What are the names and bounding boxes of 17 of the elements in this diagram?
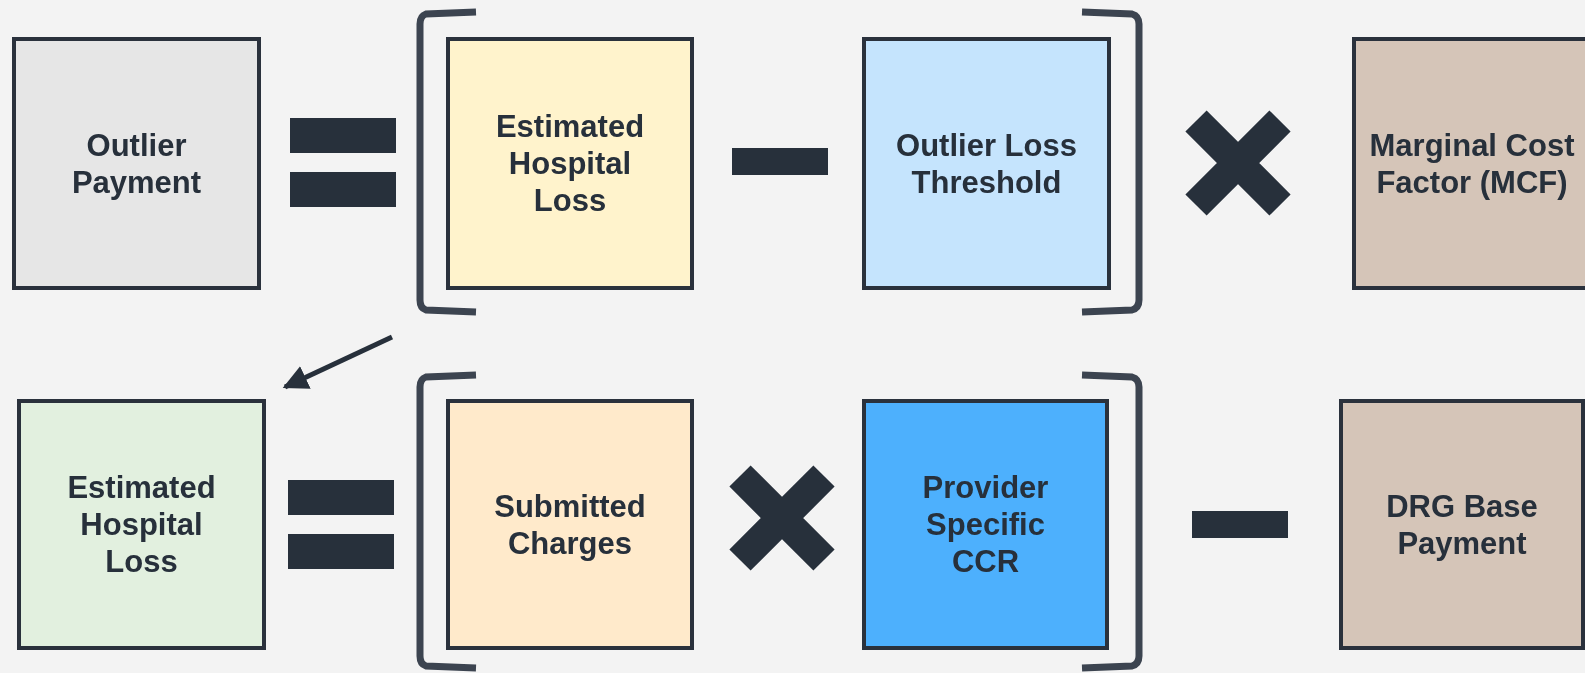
term-box [12, 37, 261, 290]
term-box [862, 37, 1111, 290]
term-label: DRG Base Payment [1385, 487, 1539, 562]
term-label: Estimated Hospital Loss [66, 469, 217, 580]
term-label: Outlier Payment [70, 126, 203, 201]
term-box [1339, 399, 1585, 650]
term-box [17, 399, 266, 650]
term-box [446, 399, 694, 650]
term-label: Provider Specific CCR [921, 469, 1050, 580]
term-label: Outlier Loss Threshold [895, 126, 1078, 201]
term-label: Marginal Cost Factor (MCF) [1368, 126, 1576, 201]
term-label: Submitted Charges [493, 487, 647, 562]
term-box [862, 399, 1109, 650]
arrow [282, 334, 394, 390]
term-box [446, 37, 694, 290]
term-label: Estimated Hospital Loss [494, 108, 646, 219]
term-box [1352, 37, 1585, 290]
